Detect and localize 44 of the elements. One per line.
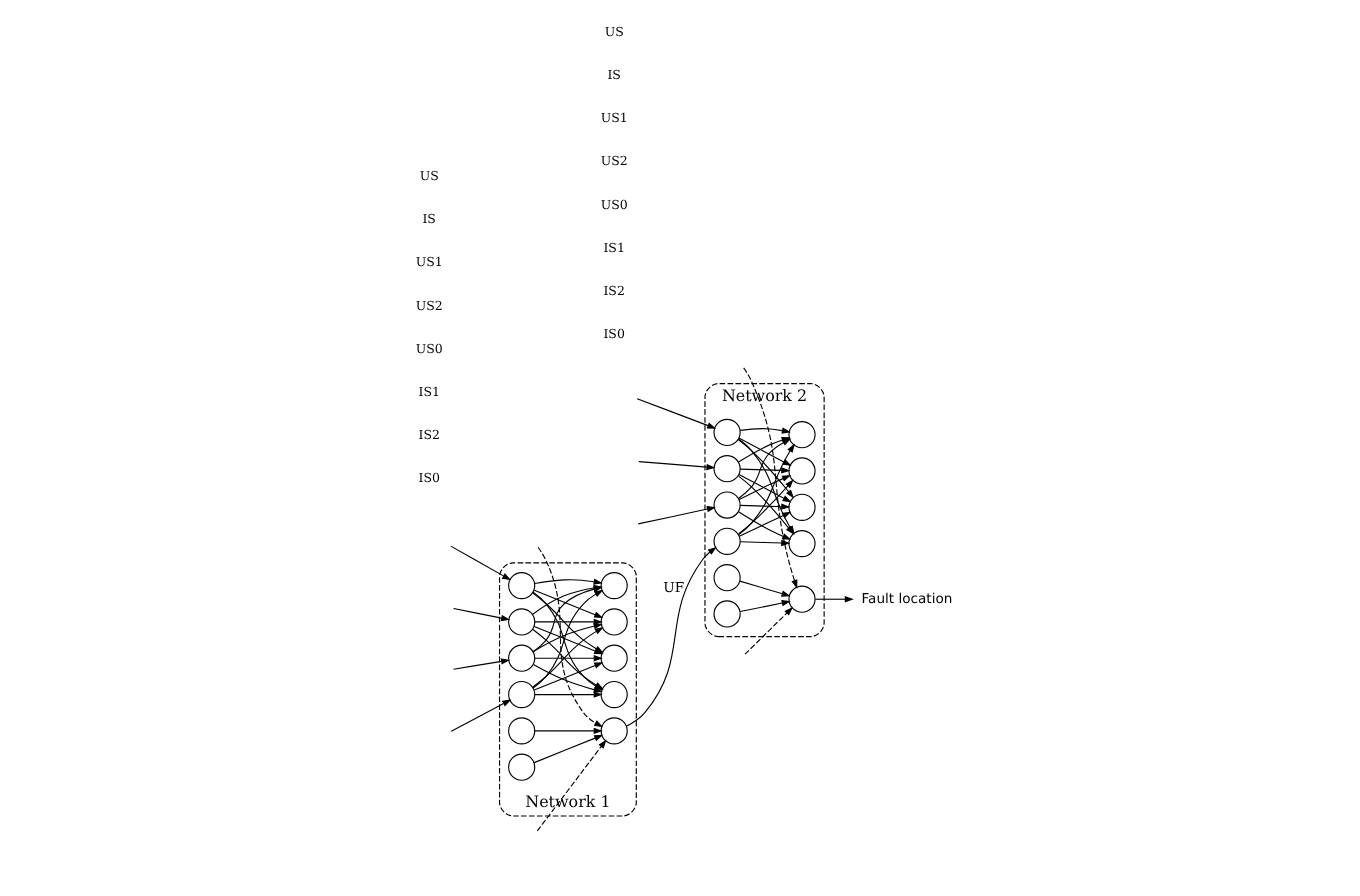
node-circle (788, 457, 816, 485)
node-circle (508, 644, 536, 672)
arrow (636, 398, 717, 429)
node-circle (508, 753, 536, 781)
arrow (638, 461, 716, 471)
arrow (450, 545, 512, 581)
node-circle (600, 572, 628, 600)
arrow (739, 599, 794, 616)
node-circle (713, 527, 741, 555)
arrow (739, 580, 791, 597)
arrow (534, 720, 604, 735)
node-circle (600, 680, 628, 709)
node-circle (508, 572, 536, 600)
node-circle (508, 608, 536, 636)
arrow (536, 739, 607, 832)
node-circle (788, 530, 816, 558)
arrow (625, 546, 717, 727)
node-circle (600, 717, 628, 745)
arrow (739, 503, 791, 510)
node-circle (600, 644, 628, 672)
arrow (739, 427, 791, 434)
arrow (744, 606, 794, 655)
node-circle (788, 493, 816, 521)
arrow (453, 658, 511, 670)
arrow (534, 691, 603, 698)
node-circle (508, 680, 536, 709)
node-circle (713, 600, 741, 628)
arrow (637, 506, 716, 525)
arrow (534, 655, 603, 662)
node-circle (600, 608, 628, 636)
node-circle (788, 585, 816, 613)
arrow (739, 539, 791, 547)
node-circle (713, 564, 741, 592)
arrow (450, 699, 512, 732)
arrow (533, 734, 607, 764)
node-circle (713, 455, 741, 483)
arrow (453, 607, 511, 622)
node-circle (713, 418, 741, 446)
node-circle (713, 491, 741, 519)
arrow (739, 467, 791, 474)
arrow (814, 596, 854, 603)
arrow (534, 578, 603, 585)
node-circle (788, 421, 816, 449)
node-circle (508, 717, 536, 745)
